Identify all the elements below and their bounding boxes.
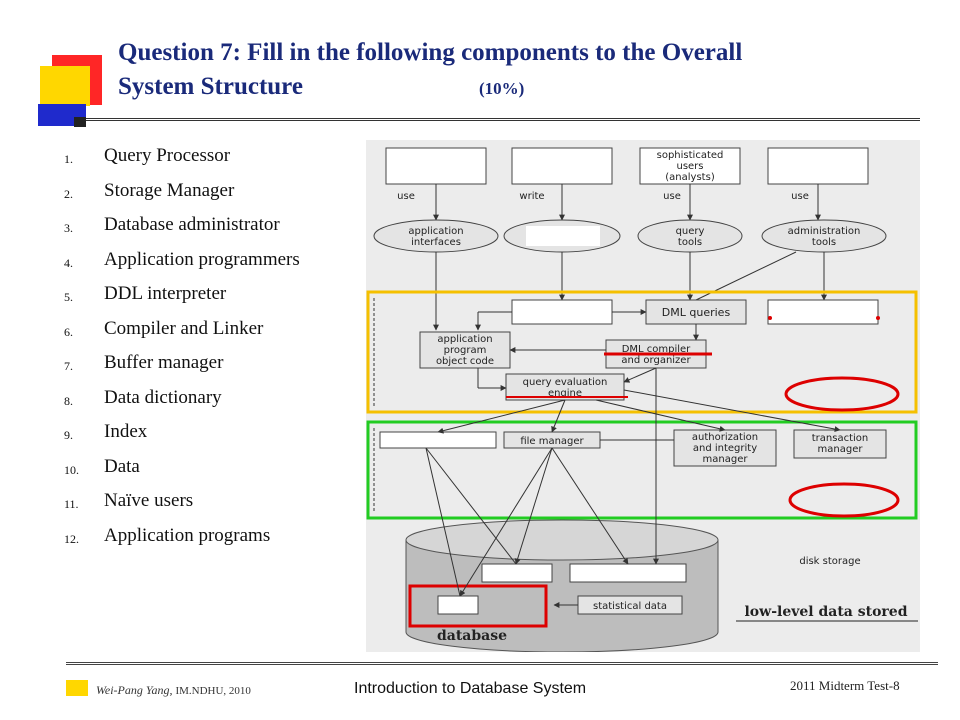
disk-storage-label: disk storage (799, 556, 860, 567)
system-structure-diagram: sophisticated users (analysts) use write… (366, 140, 920, 652)
list-item: 3.Database administrator (64, 214, 280, 235)
list-item: 4.Application programmers (64, 248, 300, 270)
svg-text:statistical data: statistical data (593, 601, 667, 612)
svg-text:query evaluation: query evaluation (523, 377, 608, 388)
svg-text:file manager: file manager (520, 436, 584, 447)
title-line-2-text: System Structure (118, 73, 303, 100)
svg-text:manager: manager (703, 454, 749, 465)
footer-decoration (66, 680, 88, 696)
svg-text:program: program (444, 345, 487, 356)
svg-text:tools: tools (812, 237, 836, 248)
blank-ddl-box (767, 299, 879, 325)
footer-course: Introduction to Database System (354, 680, 587, 697)
blank-user-box-1 (385, 147, 487, 185)
title-line-2: System Structure (10%) (118, 70, 938, 106)
list-item: 10.Data (64, 455, 140, 477)
transaction-manager-box (793, 429, 887, 459)
svg-text:and integrity: and integrity (693, 443, 757, 454)
sophisticated-users-line-1: sophisticated (657, 150, 724, 161)
blank-user-box-4 (767, 147, 869, 185)
list-item: 2.Storage Manager (64, 179, 235, 201)
blank-data-box-3 (437, 595, 479, 615)
title-divider (86, 118, 920, 121)
svg-text:tools: tools (678, 237, 702, 248)
blank-user-box-2 (511, 147, 613, 185)
low-level-data-label: low-level data stored (744, 604, 907, 620)
blank-data-box-1 (481, 563, 553, 583)
database-highlight (408, 584, 548, 628)
svg-text:object code: object code (436, 356, 494, 367)
svg-text:authorization: authorization (692, 432, 758, 443)
use-label-3: use (791, 191, 809, 202)
slide-title: Question 7: Fill in the following compon… (118, 36, 938, 106)
svg-text:manager: manager (818, 444, 864, 455)
svg-text:application: application (437, 334, 492, 345)
svg-text:transaction: transaction (812, 433, 869, 444)
svg-text:DML compiler: DML compiler (622, 344, 691, 355)
svg-text:interfaces: interfaces (411, 237, 461, 248)
svg-text:application: application (408, 226, 463, 237)
footer-author: Wei-Pang Yang, IM.NDHU, 2010 (96, 683, 251, 697)
storage-manager-region (366, 420, 918, 520)
title-line-1: Question 7: Fill in the following compon… (118, 39, 743, 66)
write-label: write (519, 191, 544, 202)
corner-decoration-dark (74, 117, 86, 127)
buffer-manager-highlight (788, 482, 900, 518)
list-item: 5.DDL interpreter (64, 283, 227, 304)
use-label-2: use (663, 191, 681, 202)
footer-divider (66, 662, 938, 665)
svg-text:and organizer: and organizer (621, 355, 691, 366)
list-item: 8.Data dictionary (64, 386, 222, 408)
corner-decoration-yellow (40, 66, 90, 106)
dml-queries-box (645, 299, 747, 325)
disk-cylinder-top (405, 519, 719, 561)
blank-data-box-2 (569, 563, 687, 583)
sophisticated-users-box (639, 147, 741, 185)
svg-text:DML queries: DML queries (662, 306, 731, 319)
blank-tool-fill (526, 226, 600, 246)
list-item: 9.Index (64, 421, 148, 442)
svg-text:administration: administration (788, 226, 861, 237)
use-label-1: use (397, 191, 415, 202)
blank-buffer-box (379, 431, 497, 449)
list-item: 6.Compiler and Linker (64, 317, 264, 339)
sophisticated-users-line-3: (analysts) (665, 172, 715, 183)
authorization-manager-box (673, 429, 777, 467)
list-item: 11.Naïve users (64, 490, 194, 511)
list-item: 1.Query Processor (64, 145, 231, 166)
title-points: (10%) (478, 79, 525, 98)
svg-text:query: query (676, 226, 705, 237)
footer-page: 2011 Midterm Test-8 (790, 678, 900, 693)
blank-compiler-box (511, 299, 613, 325)
svg-text:engine: engine (548, 388, 582, 399)
query-processor-region (366, 290, 918, 414)
sophisticated-users-line-2: users (676, 161, 703, 172)
list-item: 7.Buffer manager (64, 352, 224, 373)
list-item: 12.Application programs (64, 524, 271, 546)
ddl-interpreter-highlight (784, 376, 900, 412)
component-list: 1.Query Processor 2.Storage Manager 3.Da… (64, 145, 354, 559)
database-label: database (437, 628, 507, 644)
